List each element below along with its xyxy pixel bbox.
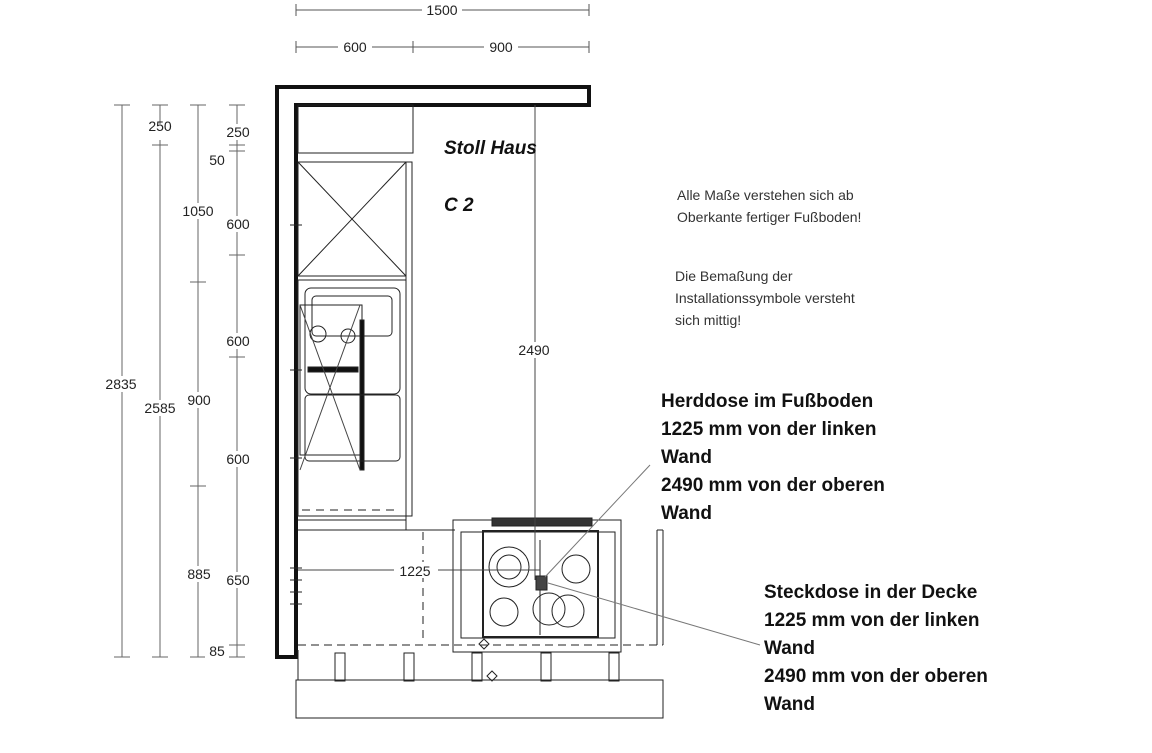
- dim-900: 900: [489, 39, 513, 55]
- dim-600-a: 600: [226, 216, 250, 232]
- dim-900-v: 900: [187, 392, 211, 408]
- wall-socket-symbols: [290, 224, 302, 605]
- dim-2585: 2585: [144, 400, 175, 416]
- cooktop: [452, 517, 622, 653]
- tall-cabinets: [297, 104, 455, 531]
- callout-line: Steckdose in der Decke: [764, 582, 978, 603]
- dim-600: 600: [343, 39, 367, 55]
- symbol-note: Die Bemaßung der Installationssymbole ve…: [675, 265, 855, 331]
- dim-1050: 1050: [182, 203, 213, 219]
- callout-line: Wand: [764, 638, 816, 659]
- measure-note: Alle Maße verstehen sich ab Oberkante fe…: [677, 184, 861, 228]
- dim-50: 50: [209, 152, 225, 168]
- dim-85: 85: [209, 643, 225, 659]
- note-line: sich mittig!: [675, 312, 742, 328]
- callout-line: 1225 mm von der linken: [661, 419, 877, 440]
- dim-1225: 1225: [399, 563, 430, 579]
- dim-250-b: 250: [226, 124, 250, 140]
- callout-line: Wand: [661, 447, 713, 468]
- dim-885: 885: [187, 566, 211, 582]
- callout-line: Wand: [661, 503, 713, 524]
- ceiling-socket-callout: Steckdose in der Decke 1225 mm von der l…: [764, 579, 988, 719]
- dim-2490: 2490: [518, 342, 549, 358]
- floor-socket-callout: Herddose im Fußboden 1225 mm von der lin…: [661, 388, 885, 528]
- dim-600-c: 600: [226, 451, 250, 467]
- callout-line: 1225 mm von der linken: [764, 610, 980, 631]
- callout-line: Wand: [764, 694, 816, 715]
- callout-line: Herddose im Fußboden: [661, 391, 874, 412]
- project-name: Stoll Haus: [444, 138, 537, 159]
- dim-250-a: 250: [148, 118, 172, 134]
- callout-line: 2490 mm von der oberen: [764, 666, 988, 687]
- project-code: C 2: [444, 195, 474, 216]
- dim-2835: 2835: [105, 376, 136, 392]
- note-line: Die Bemaßung der: [675, 268, 793, 284]
- wall: [275, 85, 591, 659]
- note-line: Alle Maße verstehen sich ab: [677, 187, 854, 203]
- note-line: Installationssymbole versteht: [675, 290, 855, 306]
- counter-row: [295, 529, 664, 719]
- dim-1500: 1500: [426, 2, 457, 18]
- note-line: Oberkante fertiger Fußboden!: [677, 209, 862, 225]
- callout-line: 2490 mm von der oberen: [661, 475, 885, 496]
- dim-650: 650: [226, 572, 250, 588]
- dim-600-b: 600: [226, 333, 250, 349]
